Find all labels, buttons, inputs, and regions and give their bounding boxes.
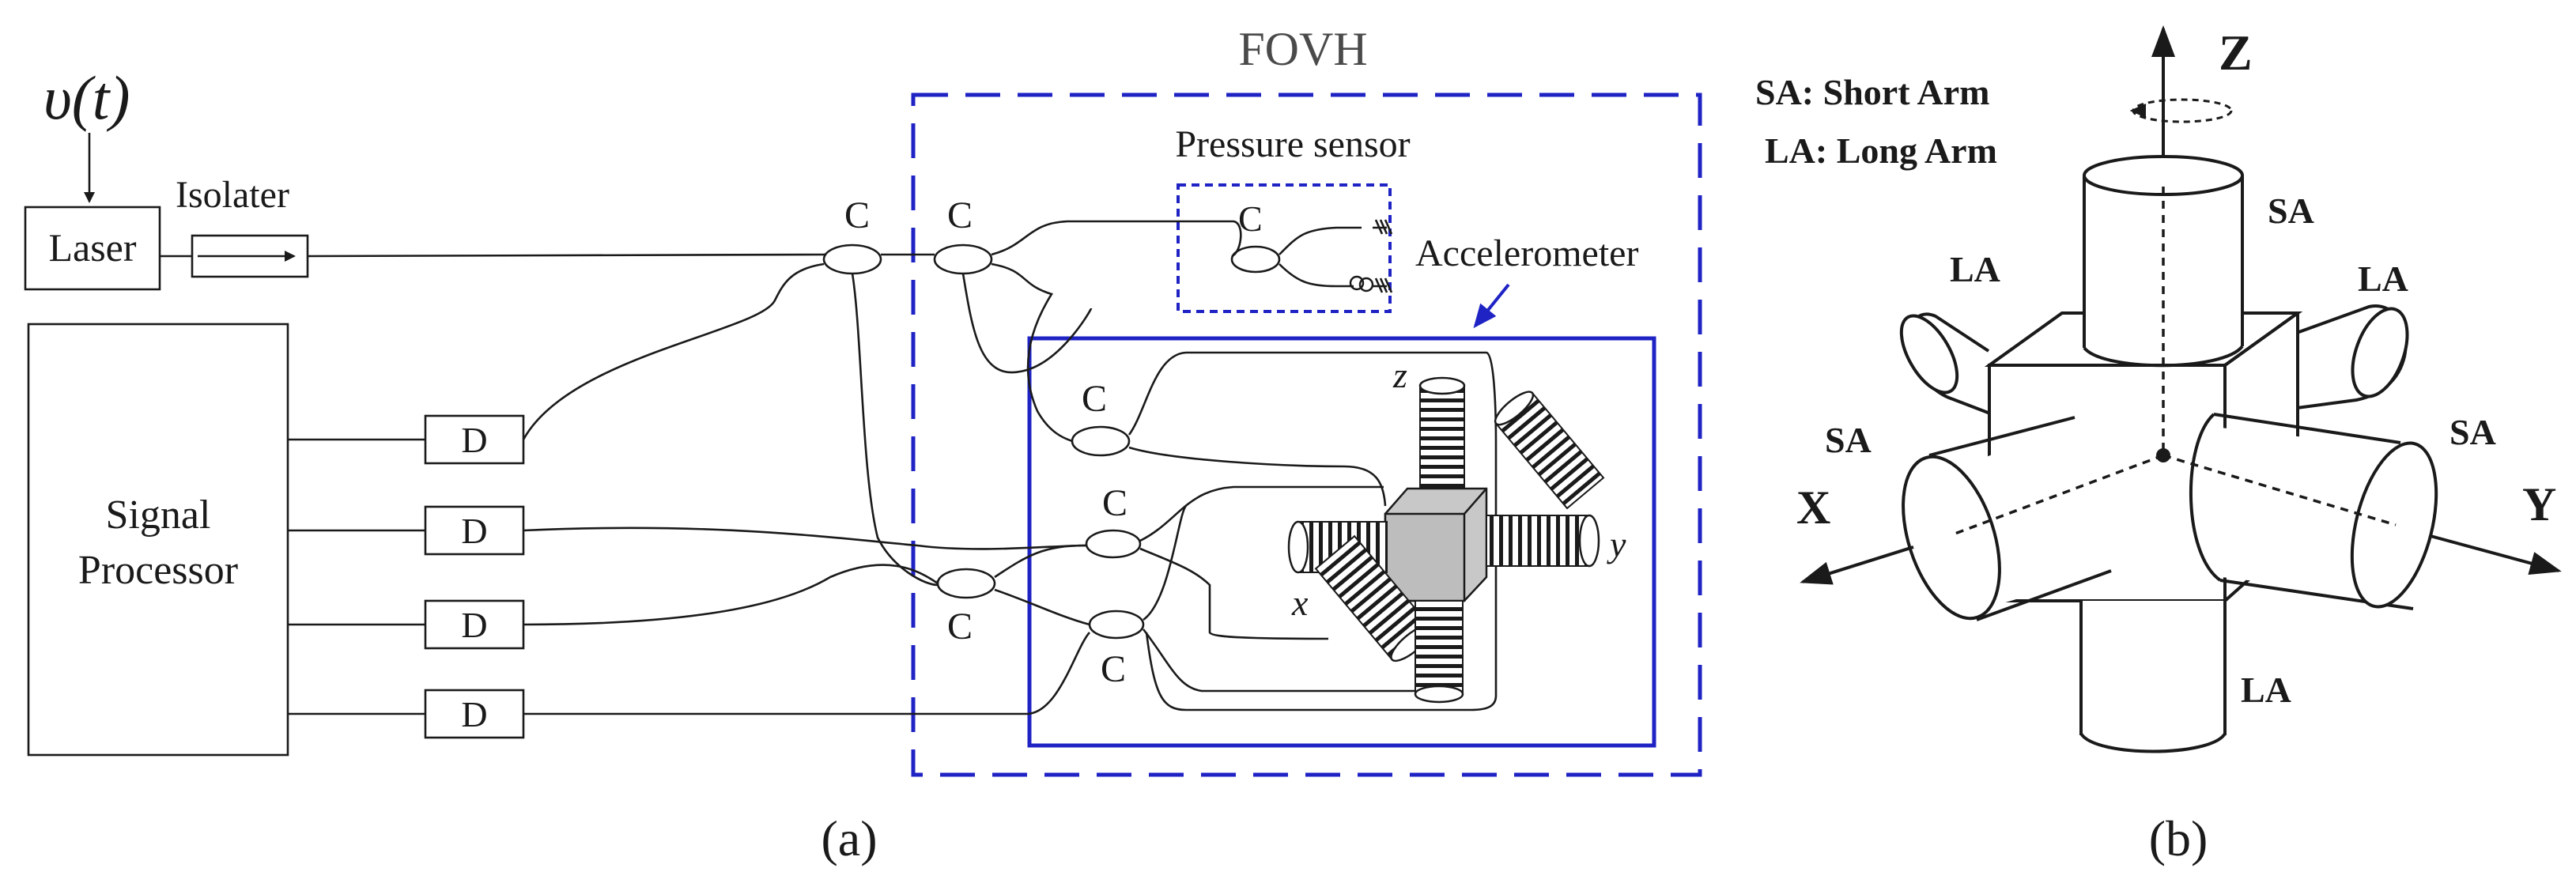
axis-x-label: X <box>1796 481 1830 534</box>
isolator-label: Isolater <box>176 174 289 216</box>
label-la-bottom: LA <box>2241 670 2291 710</box>
long-arm-back-left <box>1899 312 2001 419</box>
detector-1: D <box>424 414 525 465</box>
figure-a: υ(t) Laser Isolater Signal Processor D D <box>24 23 1702 866</box>
detector-3: D <box>424 599 525 650</box>
coupler-2 <box>933 243 993 275</box>
pressure-sensor-frame <box>1177 183 1392 313</box>
legend-long-arm: LA: Long Arm <box>1765 130 1997 171</box>
coupler-4 <box>1085 529 1142 559</box>
accelerometer-frame <box>1027 336 1656 748</box>
caption-a: (a) <box>821 810 877 866</box>
short-arm-left <box>1902 416 2116 621</box>
label-sa-right: SA <box>2449 412 2496 452</box>
coupler-pressure-label: C <box>1238 198 1263 239</box>
detector-3-label: D <box>461 605 487 645</box>
coupler-1 <box>822 243 882 275</box>
signal-processor-label-1: Signal <box>106 493 211 538</box>
y-axis-dashed <box>2162 454 2397 527</box>
detector-4-label: D <box>461 694 487 734</box>
long-arm-back-right <box>2276 304 2409 410</box>
coupler-4-label: C <box>1102 482 1127 524</box>
coupler-3-label: C <box>1082 378 1107 420</box>
coupler-6 <box>1088 610 1145 640</box>
signal-processor-label-2: Processor <box>78 548 238 593</box>
accelerometer-pointer <box>1473 283 1510 329</box>
coupler-5 <box>936 568 996 599</box>
input-signal-label: υ(t) <box>43 63 130 132</box>
coupler-5-label: C <box>947 606 973 647</box>
pressure-sensor-label: Pressure sensor <box>1175 123 1410 165</box>
origin-point <box>2156 448 2170 462</box>
coupler-pressure <box>1230 245 1281 274</box>
legend-short-arm: SA: Short Arm <box>1755 72 1989 112</box>
coupler-3 <box>1071 425 1131 457</box>
x-axis-dashed <box>1952 454 2164 536</box>
short-arm-right <box>2189 413 2438 610</box>
label-sa-left: SA <box>1825 420 1872 460</box>
accel-axis-y: y <box>1607 524 1626 564</box>
figure-b: SA: Short Arm LA: Long Arm Z <box>1755 25 2562 866</box>
laser-label: Laser <box>48 225 136 270</box>
accel-axis-z: z <box>1392 355 1407 395</box>
detector-4: D <box>424 689 525 739</box>
y-axis <box>2430 534 2562 576</box>
detector-1-label: D <box>461 420 487 460</box>
laser-box <box>24 206 161 291</box>
accelerometer-label: Accelerometer <box>1415 232 1638 274</box>
caption-b: (b) <box>2149 810 2208 866</box>
label-la-right: LA <box>2358 259 2408 299</box>
fiber-network <box>522 219 1498 715</box>
coupler-6-label: C <box>1101 648 1126 690</box>
detector-2: D <box>424 505 525 556</box>
rotation-ellipse <box>2132 98 2233 123</box>
detector-2-label: D <box>461 511 487 551</box>
coupler-2-label: C <box>947 194 973 236</box>
main-fiber <box>307 253 827 258</box>
long-arm-bottom <box>2079 601 2227 753</box>
coupler-1-label: C <box>844 194 870 236</box>
signal-processor-box <box>27 323 289 757</box>
fovh-label: FOVH <box>1238 23 1367 75</box>
accel-axis-x: x <box>1291 583 1309 623</box>
fovh-frame <box>911 92 1702 777</box>
label-sa-top: SA <box>2268 191 2314 231</box>
axis-y-label: Y <box>2522 478 2556 530</box>
label-la-left: LA <box>1950 249 2000 289</box>
accelerometer-body <box>1287 376 1605 704</box>
x-axis <box>1800 545 1914 585</box>
axis-z-label: Z <box>2219 25 2253 81</box>
